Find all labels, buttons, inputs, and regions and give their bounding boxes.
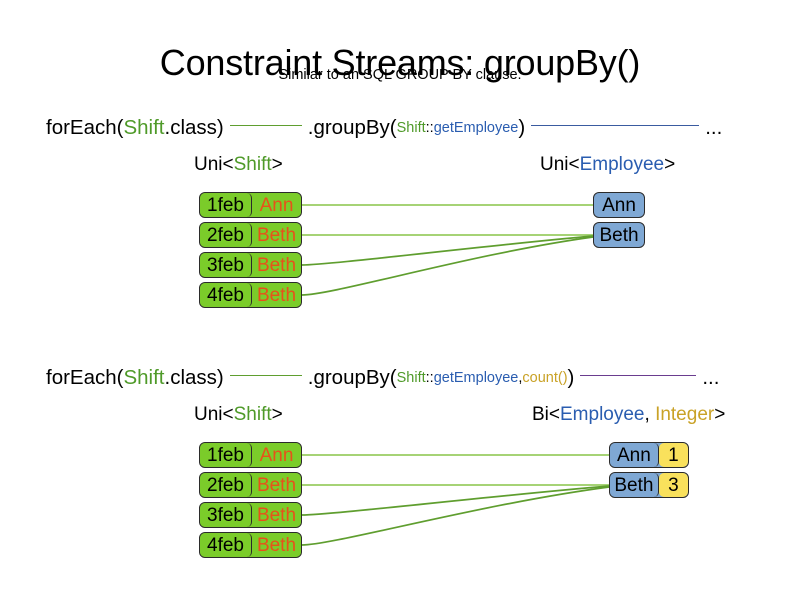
shift-date: 4feb xyxy=(200,533,252,557)
type-generic-shift: Shift xyxy=(233,404,272,425)
group-by-open: .groupBy( xyxy=(307,365,397,389)
employee-count: 3 xyxy=(658,473,688,497)
link-4feb-beth xyxy=(301,236,594,296)
page-subtitle: Similar to an SQL GROUP BY clause. xyxy=(278,67,522,83)
type-open: Uni< xyxy=(540,154,580,175)
group-by-arg-collector: count() xyxy=(522,369,568,386)
shift-date: 1feb xyxy=(200,193,252,217)
shift-employee-name: Beth xyxy=(251,503,301,527)
shift-employee-name: Ann xyxy=(251,443,301,467)
ellipsis: ... xyxy=(705,115,723,139)
type-open: Bi< xyxy=(532,404,560,425)
type-close: > xyxy=(664,154,676,175)
for-each-type: Shift xyxy=(123,365,165,389)
right-type-label-1: Uni<Employee> xyxy=(540,154,675,176)
group-by-arg-sep: :: xyxy=(425,119,434,136)
shift-date: 2feb xyxy=(200,473,252,497)
group-by-arg-method: getEmployee xyxy=(433,119,519,136)
type-generic-sep: , xyxy=(644,404,656,425)
shift-employee-name: Beth xyxy=(251,473,301,497)
code-line-groupby-count: forEach(Shift.class).groupBy(Shift::getE… xyxy=(46,363,719,391)
type-close: > xyxy=(714,404,726,425)
link-3feb-beth xyxy=(301,235,594,266)
connector-rule-purple xyxy=(580,374,697,376)
connector-rule-green xyxy=(229,374,302,376)
shift-date: 3feb xyxy=(200,253,252,277)
type-generic-integer: Integer xyxy=(655,404,715,425)
left-type-label-1: Uni<Shift> xyxy=(194,154,283,176)
for-each-close: .class) xyxy=(164,365,224,389)
shift-employee-name: Beth xyxy=(251,223,301,247)
type-generic-shift: Shift xyxy=(233,154,272,175)
employee-name: Ann xyxy=(610,443,659,467)
for-each-open: forEach( xyxy=(46,115,124,139)
group-by-close: ) xyxy=(518,115,526,139)
right-type-label-2: Bi<Employee, Integer> xyxy=(532,404,725,426)
shift-employee-name: Beth xyxy=(251,253,301,277)
type-open: Uni< xyxy=(194,154,234,175)
shift-employee-name: Beth xyxy=(251,533,301,557)
page-title: Constraint Streams: groupBy() xyxy=(159,42,641,84)
link-4feb-beth xyxy=(301,486,610,546)
shift-employee-name: Beth xyxy=(251,283,301,307)
group-by-arg-method: getEmployee xyxy=(433,369,519,386)
group-by-open: .groupBy( xyxy=(307,115,397,139)
type-open: Uni< xyxy=(194,404,234,425)
for-each-open: forEach( xyxy=(46,365,124,389)
ellipsis: ... xyxy=(702,365,720,389)
shift-date: 2feb xyxy=(200,223,252,247)
employee-name: Beth xyxy=(610,473,659,497)
employee-node[interactable]: Ann xyxy=(593,192,645,218)
employee-count: 1 xyxy=(658,443,688,467)
shift-date: 1feb xyxy=(200,443,252,467)
type-close: > xyxy=(271,404,283,425)
for-each-type: Shift xyxy=(123,115,165,139)
employee-node[interactable]: Beth xyxy=(593,222,645,248)
shift-date: 4feb xyxy=(200,283,252,307)
group-by-close: ) xyxy=(567,365,575,389)
shift-date: 3feb xyxy=(200,503,252,527)
type-generic-employee: Employee xyxy=(560,404,645,425)
for-each-close: .class) xyxy=(164,115,224,139)
connector-rule-green xyxy=(229,124,302,126)
type-generic-employee: Employee xyxy=(579,154,665,175)
shift-employee-name: Ann xyxy=(251,193,301,217)
link-3feb-beth xyxy=(301,485,610,516)
connector-rule-blue xyxy=(531,124,700,126)
group-by-arg-type: Shift xyxy=(396,369,426,386)
left-type-label-2: Uni<Shift> xyxy=(194,404,283,426)
code-line-groupby-plain: forEach(Shift.class).groupBy(Shift::getE… xyxy=(46,113,722,141)
group-by-arg-comma: , xyxy=(518,369,523,386)
type-close: > xyxy=(271,154,283,175)
group-by-arg-sep: :: xyxy=(425,369,434,386)
group-by-arg-type: Shift xyxy=(396,119,426,136)
